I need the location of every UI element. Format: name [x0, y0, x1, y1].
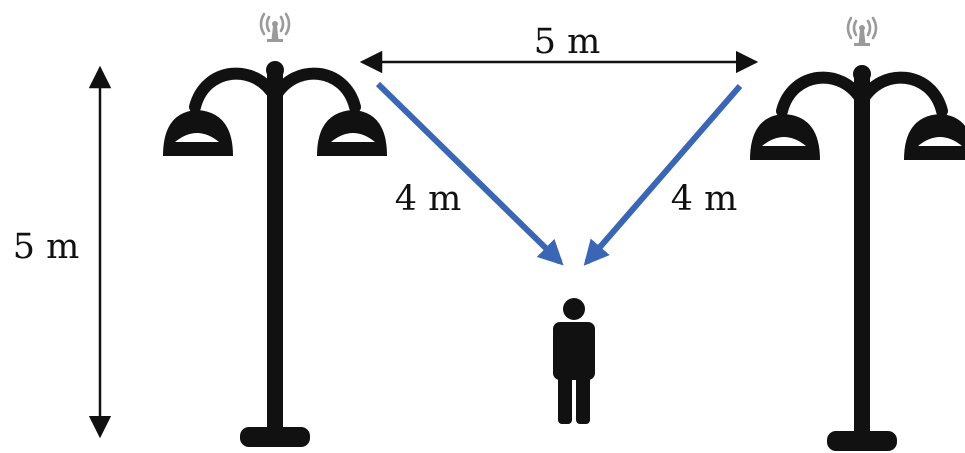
- pole-spacing-label: 5 m: [534, 22, 601, 62]
- right-street-lamp: [750, 18, 965, 451]
- street-lamp-icon: [163, 14, 387, 447]
- person-icon: [553, 298, 595, 424]
- pole-height-label: 5 m: [13, 227, 80, 267]
- right-distance-label: 4 m: [671, 179, 738, 219]
- street-lamp-icon: [750, 18, 965, 451]
- left-signal-arrow: [375, 81, 564, 266]
- right-signal-arrow: [583, 84, 743, 266]
- left-street-lamp: [163, 14, 387, 447]
- left-distance-label: 4 m: [395, 179, 462, 219]
